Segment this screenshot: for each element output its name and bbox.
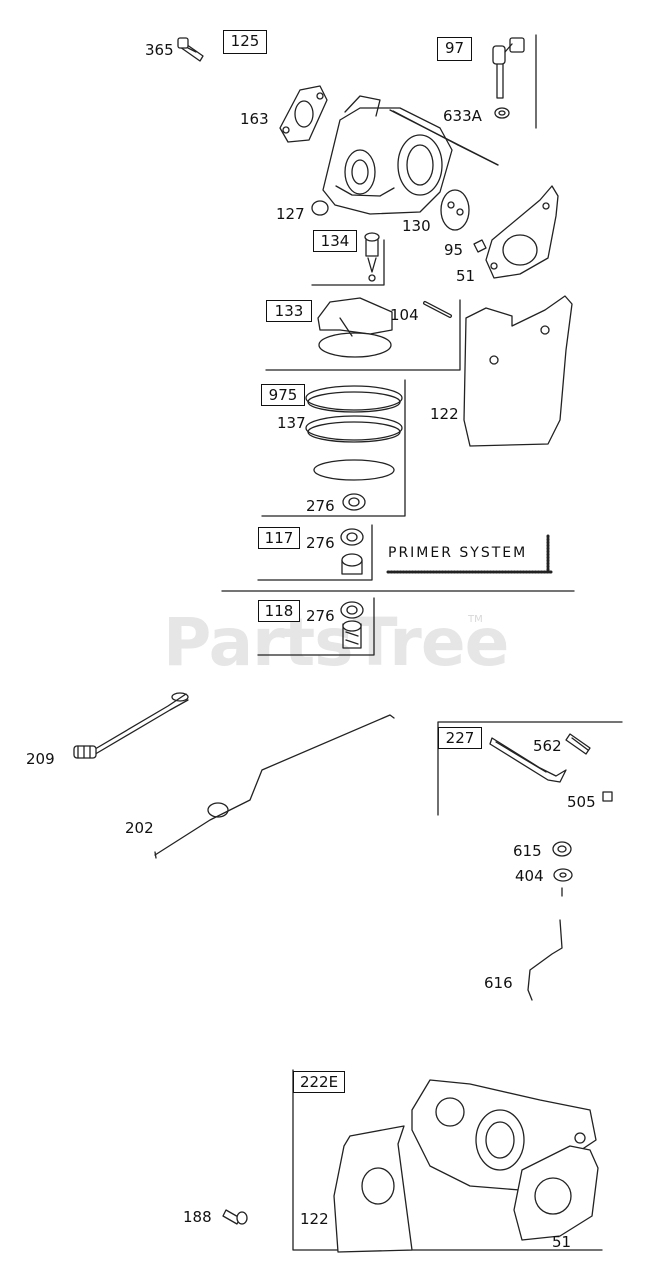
part-label-404: 404 <box>515 867 544 885</box>
part-label-95: 95 <box>444 241 464 259</box>
gasket-51-top <box>485 185 559 279</box>
part-label-137: 137 <box>277 414 306 432</box>
gasket-ring-137 <box>305 385 403 481</box>
kit-box-227: 227 <box>438 727 482 749</box>
screw-188 <box>222 1209 248 1225</box>
washer-404 <box>553 868 573 897</box>
primer-system-label: PRIMER SYSTEM <box>388 545 528 561</box>
link-227 <box>489 737 567 783</box>
part-label-51: 51 <box>552 1233 572 1251</box>
carburetor-body <box>322 95 499 215</box>
rod-616 <box>527 919 563 1001</box>
part-label-276: 276 <box>306 607 335 625</box>
oring-127 <box>311 200 329 216</box>
part-label-562: 562 <box>533 737 562 755</box>
part-label-127: 127 <box>276 205 305 223</box>
kit-bracket-lines <box>221 34 623 1251</box>
carburetor-assembly-222E <box>333 1079 599 1253</box>
screw-95 <box>473 239 487 253</box>
kit-box-125: 125 <box>223 30 267 54</box>
screw-365 <box>177 37 204 62</box>
part-label-209: 209 <box>26 750 55 768</box>
part-label-163: 163 <box>240 110 269 128</box>
kit-box-118: 118 <box>258 600 300 622</box>
watermark: PartsTree <box>163 604 509 681</box>
kit-box-222E: 222E <box>293 1071 345 1093</box>
part-label-104: 104 <box>390 306 419 324</box>
part-label-122: 122 <box>300 1210 329 1228</box>
plate-130 <box>440 189 470 231</box>
part-label-365: 365 <box>145 41 174 59</box>
screw-562 <box>565 733 591 755</box>
part-label-51: 51 <box>456 267 476 285</box>
part-label-615: 615 <box>513 842 542 860</box>
gasket-163 <box>279 85 328 143</box>
part-label-130: 130 <box>402 217 431 235</box>
rod-202 <box>154 714 395 859</box>
nut-615 <box>552 841 572 857</box>
kit-box-134: 134 <box>313 230 357 252</box>
plate-122-top <box>463 295 573 447</box>
part-label-276: 276 <box>306 497 335 515</box>
part-label-505: 505 <box>567 793 596 811</box>
kit-box-133: 133 <box>266 300 312 322</box>
part-label-633A: 633A <box>443 107 482 125</box>
part-label-188: 188 <box>183 1208 212 1226</box>
float-133 <box>317 297 393 358</box>
kit-box-117: 117 <box>258 527 300 549</box>
kit-box-97: 97 <box>437 37 472 61</box>
lever-97 <box>492 37 525 119</box>
part-label-276: 276 <box>306 534 335 552</box>
needle-134 <box>364 232 380 282</box>
cable-209 <box>73 692 189 759</box>
watermark-trademark: TM <box>468 614 483 625</box>
part-label-616: 616 <box>484 974 513 992</box>
primer-hatch <box>386 534 554 574</box>
nut-505 <box>602 791 613 802</box>
part-label-202: 202 <box>125 819 154 837</box>
washer-276 <box>340 493 366 649</box>
kit-box-975: 975 <box>261 384 305 406</box>
part-label-122: 122 <box>430 405 459 423</box>
